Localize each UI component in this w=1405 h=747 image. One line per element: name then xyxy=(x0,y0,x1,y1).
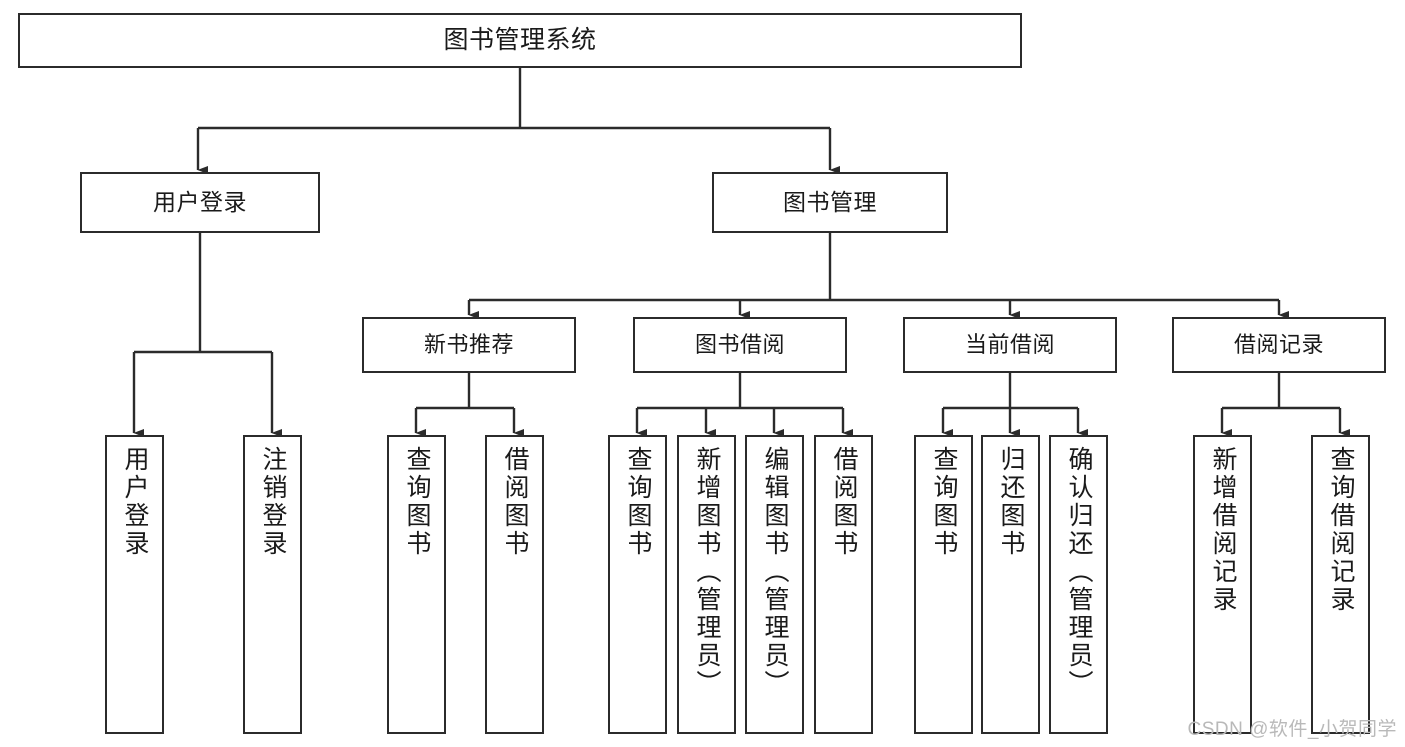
node-label: 新增图书（管理员） xyxy=(693,446,721,698)
node-book-borrow[interactable]: 图书借阅 xyxy=(633,317,847,373)
leaf-record-query-borrow-record[interactable]: 查询借阅记录 xyxy=(1311,435,1370,734)
leaf-borrow-edit-book-admin[interactable]: 编辑图书（管理员） xyxy=(745,435,804,734)
leaf-borrow-borrow-book[interactable]: 借阅图书 xyxy=(814,435,873,734)
node-label: 查询借阅记录 xyxy=(1327,446,1355,614)
node-label: 用户登录 xyxy=(153,188,247,215)
node-label: 新书推荐 xyxy=(423,332,514,358)
node-user-login[interactable]: 用户登录 xyxy=(80,172,320,233)
leaf-new-book-borrow[interactable]: 借阅图书 xyxy=(485,435,544,734)
node-label: 查询图书 xyxy=(403,446,431,558)
node-label: 编辑图书（管理员） xyxy=(761,446,789,698)
node-label: 借阅图书 xyxy=(830,446,858,558)
node-label: 归还图书 xyxy=(997,446,1025,558)
node-new-book-recommendation[interactable]: 新书推荐 xyxy=(362,317,576,373)
node-label: 查询图书 xyxy=(930,446,958,558)
leaf-borrow-query-book[interactable]: 查询图书 xyxy=(608,435,667,734)
leaf-current-return-book[interactable]: 归还图书 xyxy=(981,435,1040,734)
node-current-borrow[interactable]: 当前借阅 xyxy=(903,317,1117,373)
node-label: 确认归还（管理员） xyxy=(1065,446,1093,698)
node-label: 借阅记录 xyxy=(1233,332,1324,358)
node-label: 用户登录 xyxy=(121,446,149,558)
leaf-new-book-query[interactable]: 查询图书 xyxy=(387,435,446,734)
leaf-current-confirm-return-admin[interactable]: 确认归还（管理员） xyxy=(1049,435,1108,734)
leaf-record-add-borrow-record[interactable]: 新增借阅记录 xyxy=(1193,435,1252,734)
node-label: 图书管理 xyxy=(783,188,877,215)
leaf-user-login-login[interactable]: 用户登录 xyxy=(105,435,164,734)
node-borrow-record[interactable]: 借阅记录 xyxy=(1172,317,1386,373)
node-label: 新增借阅记录 xyxy=(1209,446,1237,614)
node-root-book-management-system[interactable]: 图书管理系统 xyxy=(18,13,1022,68)
node-label: 注销登录 xyxy=(259,446,287,558)
node-label: 图书借阅 xyxy=(694,332,785,358)
node-label: 借阅图书 xyxy=(501,446,529,558)
leaf-current-query-book[interactable]: 查询图书 xyxy=(914,435,973,734)
node-label: 图书管理系统 xyxy=(443,25,597,54)
leaf-user-login-logout[interactable]: 注销登录 xyxy=(243,435,302,734)
csdn-watermark: CSDN @软件_小贺同学 xyxy=(1187,719,1397,740)
node-label: 当前借阅 xyxy=(964,332,1055,358)
leaf-borrow-add-book-admin[interactable]: 新增图书（管理员） xyxy=(677,435,736,734)
node-label: 查询图书 xyxy=(624,446,652,558)
node-book-management[interactable]: 图书管理 xyxy=(712,172,948,233)
